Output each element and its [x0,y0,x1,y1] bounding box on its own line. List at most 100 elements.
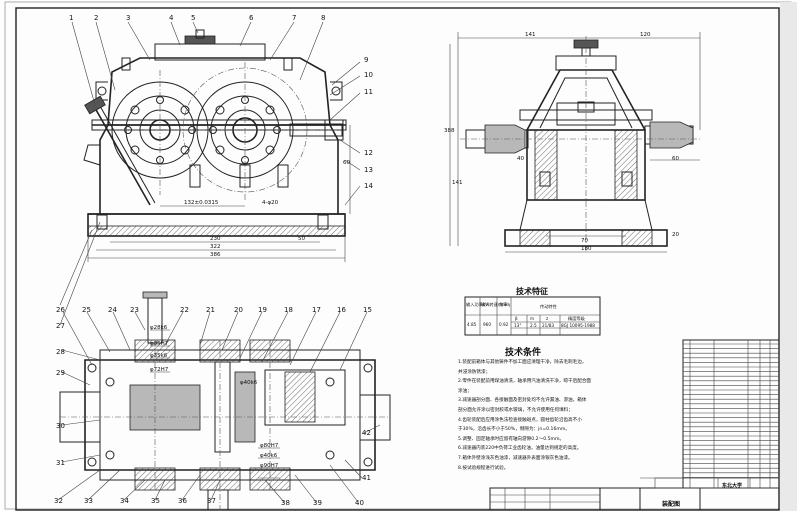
tech-req-line: 3.减速器剖分面、各接触面及密封处均不允许漏油、渗油，箱体 [458,398,587,404]
dim-322: 322 [210,244,221,250]
balloon-24: 24 [108,306,117,314]
balloon-40: 40 [355,499,364,507]
balloon-21: 21 [206,306,215,314]
spec-row-beta: 13° [514,323,522,328]
spec-col-trans: 传动特性 [540,304,557,309]
balloon-34: 34 [120,497,129,505]
dim-plan-e: φ40k6 [240,380,258,386]
balloon-14: 14 [364,182,373,190]
balloon-4: 4 [169,14,174,22]
balloon-7: 7 [292,14,297,22]
spec-table-lines [464,296,601,336]
balloon-29: 29 [56,369,65,377]
dim-plan-a: φ28k6 [150,325,168,331]
balloon-5: 5 [191,14,196,22]
tech-req-title: 技术条件 [505,348,542,358]
balloon-41: 41 [362,474,371,482]
tech-req-line: 8.按试验规程进行试验。 [458,465,509,471]
balloon-18: 18 [284,306,293,314]
balloon-17: 17 [312,306,321,314]
balloon-39: 39 [313,499,322,507]
balloon-15: 15 [363,306,372,314]
dim-60-front: 60 [343,160,350,166]
dim-center-distance: 132±0.0315 [184,200,219,206]
balloon-20: 20 [234,306,243,314]
dim-side-388: 388 [444,128,455,134]
front-leaders [59,21,361,326]
dim-side-141b: 141 [452,180,463,186]
tech-req-line: 并浸涂防锈漆； [458,369,491,375]
inner-frame [15,7,780,511]
balloon-37: 37 [207,497,216,505]
dim-side-70: 70 [581,238,588,244]
dim-side-120: 120 [640,32,651,38]
dim-plan-f: φ80H7 [260,443,279,449]
spec-col-eff: 效率η [499,302,511,307]
balloon-35: 35 [151,497,160,505]
plan-leaders [57,311,381,503]
balloon-16: 16 [337,306,346,314]
tech-req-line: 6.减速器内装220中负荷工业齿轮油，油量达到规定的高度。 [458,446,582,452]
balloon-19: 19 [258,306,267,314]
dim-side-141: 141 [525,32,536,38]
school-name: 东北大学 [722,483,743,489]
balloon-32: 32 [54,497,63,505]
balloon-10: 10 [364,71,373,79]
dim-plan-d: φ72H7 [150,367,169,373]
balloon-31: 31 [56,459,65,467]
dim-386: 386 [210,252,221,258]
spec-val-power: 4.85 [467,322,477,327]
balloon-26: 26 [56,306,65,314]
balloon-33: 33 [84,497,93,505]
balloon-30: 30 [56,422,65,430]
tech-req-line: 剖分面允许涂以密封胶或水玻璃，不允许使用任何填料； [458,407,573,413]
balloon-1: 1 [69,14,74,22]
tech-req-list: 1.装配前箱体与其他铸件不加工面应清理干净，除去毛刺毛边， 并浸涂防锈漆； 2.零… [458,360,658,475]
spec-row-z: 21/83 [542,323,555,328]
dim-side-20: 20 [672,232,679,238]
spec-val-eff: 0.92 [499,322,509,327]
balloon-25: 25 [82,306,91,314]
balloon-22: 22 [180,306,189,314]
balloon-9: 9 [364,56,369,64]
balloon-23: 23 [130,306,139,314]
front-view [83,29,351,262]
spec-sub-beta: β [515,316,518,321]
balloon-27: 27 [56,322,65,330]
dim-plan-h: φ90H7 [260,463,279,469]
dim-plan-b: φ35H7 [150,341,169,347]
plan-view [59,291,391,511]
outer-frame [4,1,792,510]
right-scroll-strip [780,2,797,511]
spec-sub-z: z [546,316,549,321]
dim-bolt-holes: 4-φ20 [262,200,279,206]
dim-plan-c: φ35k6 [150,353,168,359]
balloon-12: 12 [364,149,373,157]
spec-table-title: 技术特征 [516,287,548,296]
spec-row-m: 2.5 [530,323,537,328]
parts-list-lines [682,339,780,489]
tech-req-line: 4.齿轮装配后应用涂色法检查接触斑点，圆柱齿轮沿齿高不小 [458,417,582,423]
drawing-title: 装配图 [662,501,681,508]
dim-plan-g: φ40k6 [260,453,278,459]
spec-col-speed: 输入转速r/min [481,302,509,307]
balloon-11: 11 [364,88,373,96]
balloon-36: 36 [178,497,187,505]
tech-req-line: 1.装配前箱体与其他铸件不加工面应清理干净，除去毛刺毛边， [458,360,587,365]
dim-side-180: 180 [581,246,592,252]
spec-sub-grade: 精度等级 [568,316,585,321]
balloon-3: 3 [126,14,131,22]
spec-row-grade: 8GJ 10095-1988 [561,323,595,328]
balloon-28: 28 [56,348,65,356]
balloon-8: 8 [321,14,326,22]
spec-sub-m: m [530,316,535,321]
spec-col-power: 输入功率kW [466,302,490,307]
dim-side-60: 60 [672,156,679,162]
title-block-lines [489,477,780,511]
tech-req-line: 2.零件在装配前用煤油清洗，轴承用汽油清洗干净，晾干后配合面 [458,379,592,385]
balloon-38: 38 [281,499,290,507]
spec-val-speed: 960 [483,322,491,327]
balloon-6: 6 [249,14,254,22]
